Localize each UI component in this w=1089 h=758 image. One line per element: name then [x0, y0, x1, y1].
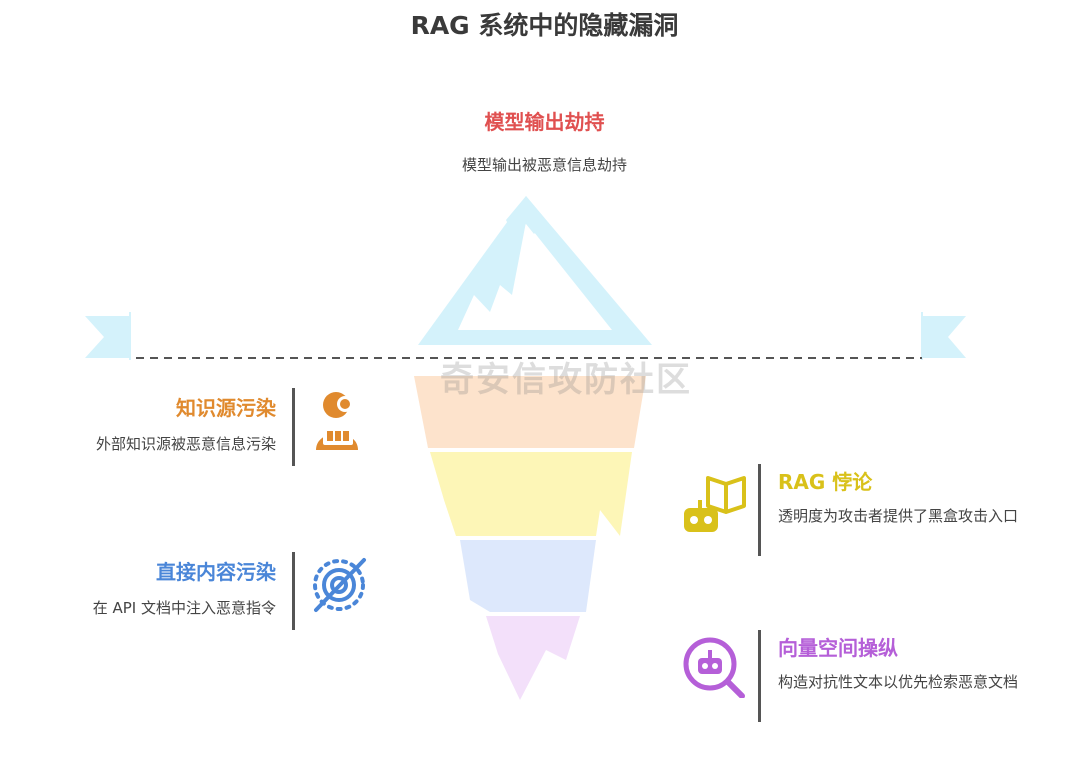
robot-book-icon — [684, 476, 746, 532]
right-item-desc: 构造对抗性文本以优先检索恶意文档 — [778, 673, 1019, 691]
left-divider — [292, 388, 295, 466]
page-title: RAG 系统中的隐藏漏洞 — [410, 11, 679, 40]
robot-search-icon — [683, 637, 745, 698]
watermark: 奇安信攻防社区 — [440, 360, 692, 400]
top-heading: 模型输出劫持 — [484, 110, 605, 134]
right-item-vector-manipulation: 向量空间操纵 构造对抗性文本以优先检索恶意文档 — [778, 632, 1068, 693]
right-item-rag-paradox: RAG 悖论 透明度为攻击者提供了黑盒攻击入口 — [778, 466, 1068, 527]
right-flag — [922, 316, 966, 358]
left-item-direct-pollution: 直接内容污染 在 API 文档中注入恶意指令 — [20, 556, 276, 619]
right-item-heading: RAG 悖论 — [778, 470, 873, 494]
right-divider — [758, 630, 761, 722]
iceberg-layer-2 — [430, 452, 632, 536]
left-flag — [85, 316, 130, 358]
iceberg-layer-3 — [460, 540, 596, 612]
left-item-desc: 外部知识源被恶意信息污染 — [95, 435, 276, 453]
right-item-heading: 向量空间操纵 — [778, 636, 898, 660]
right-divider — [758, 464, 761, 556]
left-item-knowledge-pollution: 知识源污染 外部知识源被恶意信息污染 — [40, 392, 276, 455]
left-item-heading: 知识源污染 — [176, 396, 276, 420]
no-eye-icon — [313, 558, 366, 612]
iceberg-layer-4 — [486, 616, 580, 700]
left-item-desc: 在 API 文档中注入恶意指令 — [92, 599, 276, 617]
person-chart-icon — [316, 392, 358, 450]
top-description: 模型输出被恶意信息劫持 — [461, 156, 627, 174]
iceberg-layer-1 — [414, 376, 646, 448]
right-item-desc: 透明度为攻击者提供了黑盒攻击入口 — [778, 507, 1019, 525]
left-item-heading: 直接内容污染 — [156, 560, 276, 584]
iceberg-tip-inner — [458, 222, 612, 330]
iceberg-snow-cap — [506, 196, 546, 236]
left-divider — [292, 552, 295, 630]
